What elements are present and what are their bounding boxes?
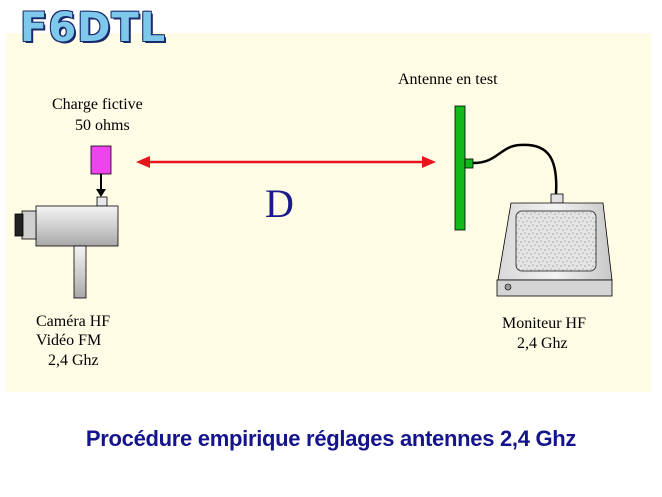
monitor-label-2: 2,4 Ghz	[517, 335, 568, 352]
distance-label: D	[265, 181, 294, 226]
camera-label-1: Caméra HF	[36, 313, 111, 330]
logo: F6DTL	[20, 5, 167, 51]
camera-icon	[14, 196, 119, 299]
dummy-load-icon	[90, 145, 112, 197]
antenna-cable	[472, 143, 558, 195]
monitor-label-1: Moniteur HF	[502, 315, 586, 332]
antenna-icon	[454, 105, 474, 231]
dummy-load-label-2: 50 ohms	[75, 117, 130, 134]
monitor-icon	[496, 193, 613, 297]
antenna-label: Antenne en test	[398, 71, 498, 88]
distance-arrow	[136, 156, 436, 168]
dummy-load-label-1: Charge fictive	[52, 96, 143, 113]
camera-label-2: Vidéo FM	[36, 332, 102, 349]
caption-title: Procédure empirique réglages antennes 2,…	[85, 426, 577, 451]
camera-label-3: 2,4 Ghz	[48, 352, 99, 369]
